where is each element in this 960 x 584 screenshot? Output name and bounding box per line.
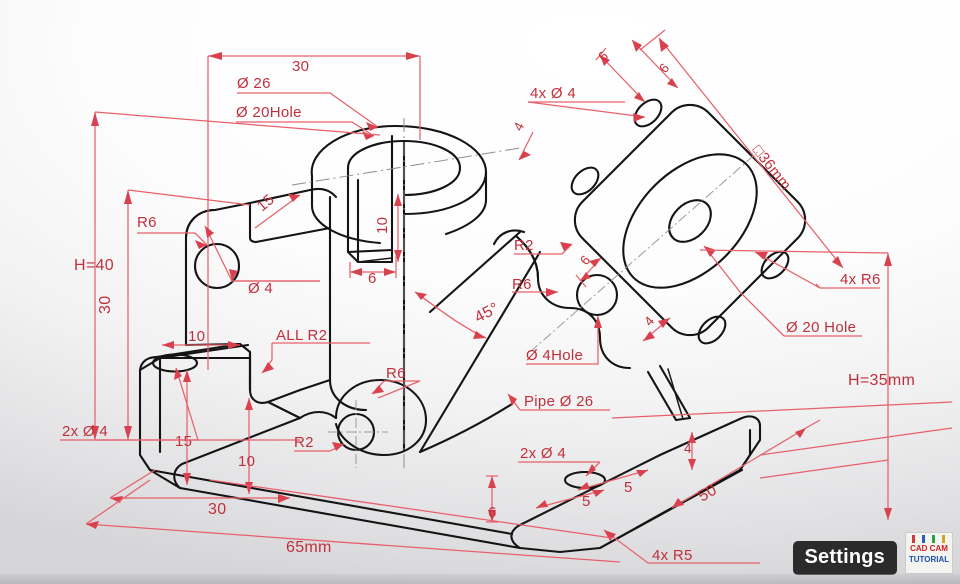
logo-line-2: TUTORIAL (908, 555, 950, 564)
dim-pitch-5-a: 5 (582, 493, 591, 510)
dim-4x-r5: 4x R5 (652, 547, 693, 564)
dim-thk-4-base: 4 (684, 441, 692, 456)
dim-r2-rib: R2 (514, 237, 534, 254)
dim-top-width-30: 30 (292, 58, 309, 75)
dim-width-10-top: 10 (188, 328, 205, 345)
settings-button[interactable]: Settings (792, 541, 897, 575)
dim-height-15: 15 (175, 433, 192, 450)
dim-depth-50: 50 (696, 482, 720, 506)
dim-all-r2: ALL R2 (276, 327, 327, 344)
dim-2x-dia-4-bottom: 2x Ø 4 (520, 445, 566, 462)
logo-tick-1 (912, 535, 915, 543)
dim-r6-boss: R6 (386, 365, 406, 382)
dim-slot-width-6: 6 (368, 270, 377, 287)
dim-height-30: 30 (97, 296, 114, 314)
dim-edge-6-b: 6 (656, 60, 672, 76)
dim-h-40: H=40 (74, 257, 114, 274)
dim-4x-r6: 4x R6 (840, 271, 881, 288)
dim-r2-boss: R2 (294, 434, 314, 451)
dim-4x-dia-4: 4x Ø 4 (530, 85, 576, 102)
dim-h-35mm: H=35mm (848, 372, 915, 389)
dim-base-thk-6: 6 (488, 504, 497, 521)
dimension-layer: 30 Ø 26 Ø 20Hole H=40 30 (60, 29, 953, 564)
dim-pipe-dia-26: Pipe Ø 26 (524, 393, 593, 410)
dim-thk-4-top: 4 (510, 119, 527, 133)
dim-base-30: 30 (208, 501, 226, 518)
dim-dia-20-hole-right: Ø 20 Hole (786, 319, 856, 336)
cad-cam-tutorial-logo: CAD CAM TUTORIAL (905, 532, 953, 574)
dim-2x-dia-4-left: 2x Ø 4 (62, 423, 108, 440)
dim-thk-4-flange: 4 (641, 313, 658, 329)
dim-slot-depth-10: 10 (374, 217, 391, 234)
logo-tick-4 (942, 535, 945, 543)
logo-tick-3 (932, 535, 935, 543)
dim-dia-26: Ø 26 (237, 75, 271, 92)
dim-base-65mm: 65mm (286, 539, 332, 556)
logo-line-1: CAD CAM (910, 544, 948, 553)
dim-dia-4-hole: Ø 4Hole (526, 347, 583, 364)
dim-height-10: 10 (238, 453, 255, 470)
dim-r6-rib: R6 (512, 276, 532, 293)
logo-tick-2 (922, 535, 925, 543)
dim-dia-4-left: Ø 4 (248, 280, 273, 297)
dim-len-15: 15 (254, 191, 278, 215)
dim-pitch-6-rib: 6 (577, 252, 593, 268)
dim-dia-20-hole: Ø 20Hole (236, 104, 302, 121)
dim-pitch-5-b: 5 (624, 479, 633, 496)
dim-r6-left: R6 (137, 214, 157, 231)
